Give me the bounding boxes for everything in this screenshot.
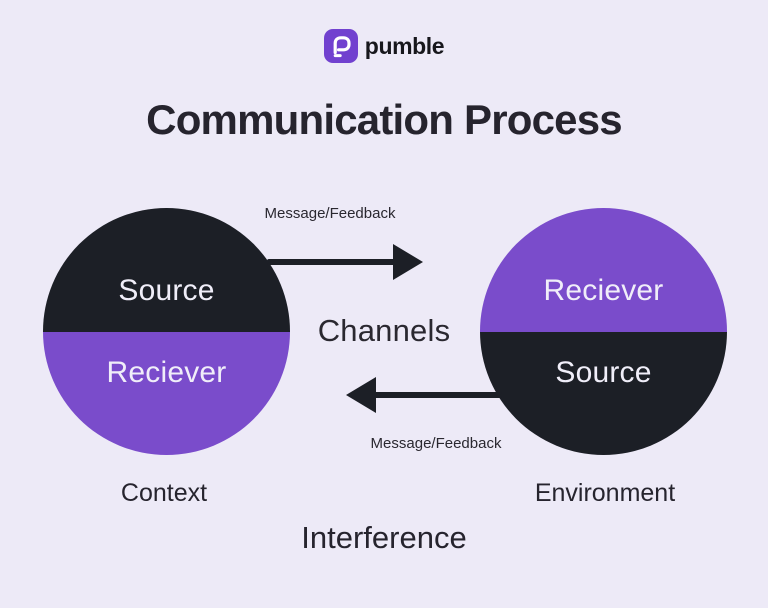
reciever-label: Reciever bbox=[106, 355, 227, 389]
interference-caption: Interference bbox=[301, 520, 467, 555]
brand-name: pumble bbox=[364, 32, 445, 59]
chat-bubble-glyph bbox=[333, 36, 351, 55]
right-circle-top-half: Reciever bbox=[480, 208, 727, 332]
left-communicator-circle: Source Reciever bbox=[43, 208, 290, 455]
left-arrow-shaft bbox=[372, 392, 502, 398]
pumble-chat-bubble-icon bbox=[323, 29, 358, 63]
environment-caption: Environment bbox=[534, 479, 676, 507]
page-title: Communication Process bbox=[146, 96, 622, 143]
reciever-label: Reciever bbox=[543, 273, 664, 307]
left-arrow-head-icon bbox=[346, 377, 376, 413]
channels-label: Channels bbox=[317, 313, 451, 348]
top-arrow-label: Message/Feedback bbox=[264, 205, 396, 222]
bottom-arrow-label: Message/Feedback bbox=[370, 435, 502, 452]
pumble-logo: pumble bbox=[0, 29, 768, 63]
context-caption: Context bbox=[120, 479, 208, 507]
right-communicator-circle: Reciever Source bbox=[480, 208, 727, 455]
left-circle-top-half: Source bbox=[43, 208, 290, 332]
source-label: Source bbox=[555, 355, 652, 389]
left-circle-bottom-half: Reciever bbox=[43, 331, 290, 455]
right-arrow-shaft bbox=[267, 259, 395, 265]
right-arrow-head-icon bbox=[393, 244, 423, 280]
logo-icon-background bbox=[323, 29, 358, 63]
source-label: Source bbox=[118, 273, 215, 307]
right-circle-bottom-half: Source bbox=[480, 331, 727, 455]
